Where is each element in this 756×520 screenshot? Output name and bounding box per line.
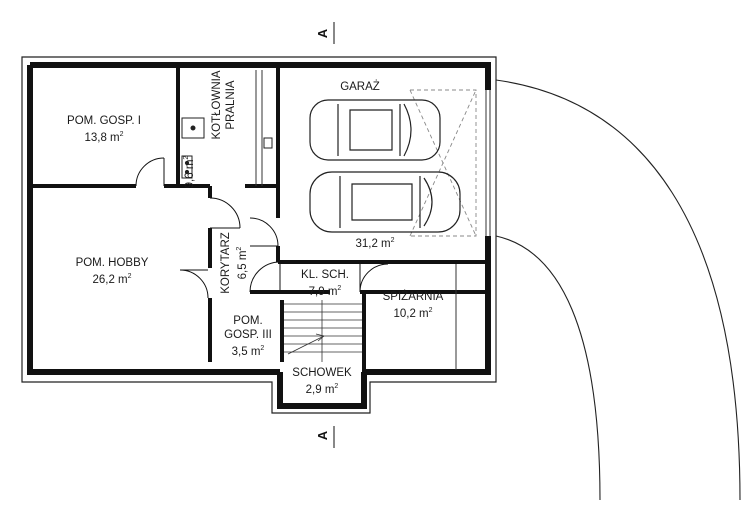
room-area: 13,8 m (84, 131, 120, 144)
room-garaz-name: GARAŻ (340, 81, 380, 93)
room-area: 2,9 m (305, 383, 335, 396)
room-name-2: PRALNIA (225, 80, 237, 130)
room-garaz-area: 31,2 m2 (355, 237, 395, 250)
room-name: KORYTARZ (220, 232, 232, 294)
room-name: SPIŻARNIA (382, 291, 444, 303)
room-pom-hobby: POM. HOBBY 26,2 m2 (62, 256, 162, 287)
room-schowek: SCHOWEK 2,9 m2 (284, 366, 360, 397)
garage-door (409, 89, 477, 237)
room-kl-sch: KL. SCH. 7,9 m2 (290, 268, 360, 299)
interior-walls (30, 68, 488, 372)
room-area: 7,9 m (308, 285, 338, 298)
room-name: KL. SCH. (301, 269, 349, 281)
outer-outline (21, 56, 497, 414)
section-marker-top: A (315, 28, 331, 39)
room-spizarnia: SPIŻARNIA 10,2 m2 (368, 290, 458, 321)
room-pom-gosp-3: POM. GOSP. III 3,5 m2 (216, 314, 280, 359)
boiler-fixtures (181, 117, 273, 179)
thin-lines (255, 70, 491, 370)
room-name: KOTŁOWNIA (211, 70, 223, 140)
room-kotlownia: 9,6 m2 KOTŁOWNIA PRALNIA (183, 71, 237, 189)
section-marker-bottom: A (315, 430, 331, 441)
car-top (309, 99, 441, 161)
room-pom-gosp-1: POM. GOSP. I 13,8 m2 (54, 114, 154, 145)
car-bottom (309, 171, 461, 233)
room-name: SCHOWEK (292, 367, 352, 379)
room-name: POM. (233, 315, 263, 327)
room-name-2: GOSP. III (224, 329, 272, 341)
room-area: 26,2 m (92, 273, 128, 286)
room-area: 3,5 m (231, 345, 261, 358)
staircase (284, 300, 362, 362)
driveway (495, 79, 741, 501)
doors (135, 157, 389, 299)
room-name: POM. GOSP. I (67, 115, 141, 127)
room-name: POM. HOBBY (75, 257, 149, 269)
room-area: 10,2 m (393, 307, 429, 320)
room-area: 9,6 m (183, 159, 196, 189)
room-area: 6,5 m (236, 250, 249, 280)
exterior-walls (27, 62, 491, 409)
room-korytarz: KORYTARZ 6,5 m2 (219, 223, 249, 303)
